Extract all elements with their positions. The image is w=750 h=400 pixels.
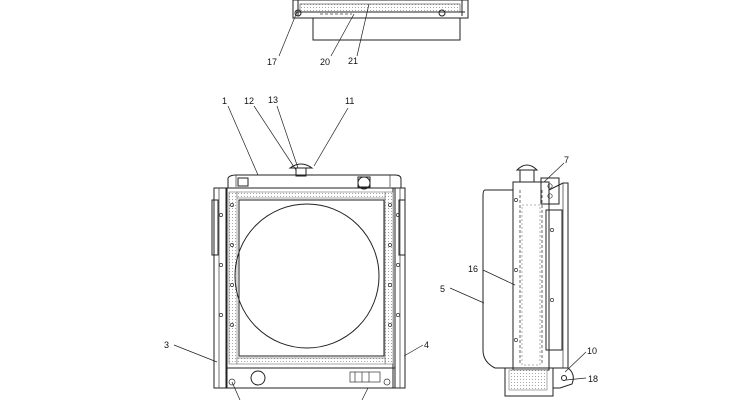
callout-21: 21 xyxy=(348,56,358,66)
left-side-frame xyxy=(213,187,227,389)
callout-11: 11 xyxy=(345,96,354,106)
callout-4: 4 xyxy=(424,340,429,350)
side-view xyxy=(482,164,574,397)
bottom-tank xyxy=(226,367,396,389)
side-upper-bracket xyxy=(540,177,560,205)
callout-3: 3 xyxy=(164,340,169,350)
radiator-cap xyxy=(288,163,314,169)
callout-5: 5 xyxy=(440,284,445,294)
callout-16: 16 xyxy=(468,264,478,274)
callout-18: 18 xyxy=(588,374,598,384)
radiator-core-outer xyxy=(226,187,396,369)
callout-13: 13 xyxy=(268,95,278,105)
side-radiator-body xyxy=(512,181,550,371)
callout-1: 1 xyxy=(222,96,227,106)
callout-10: 10 xyxy=(587,346,597,356)
callout-20: 20 xyxy=(320,57,330,67)
callout-17: 17 xyxy=(267,57,277,67)
callouts: 17 20 21 1 12 13 11 3 4 5 16 7 10 18 xyxy=(164,56,598,384)
front-view xyxy=(211,163,406,389)
fan-opening xyxy=(234,203,380,349)
top-view-core xyxy=(299,3,461,13)
leader-lines xyxy=(173,3,587,400)
side-shroud xyxy=(482,189,514,369)
top-view-bolt-right xyxy=(438,9,446,17)
top-view xyxy=(292,0,469,41)
callout-7: 7 xyxy=(564,155,569,165)
fan-shroud xyxy=(238,199,385,357)
callout-12: 12 xyxy=(244,96,254,106)
side-base xyxy=(504,367,554,397)
bottom-outlet xyxy=(250,370,266,386)
top-view-shroud xyxy=(312,17,461,41)
